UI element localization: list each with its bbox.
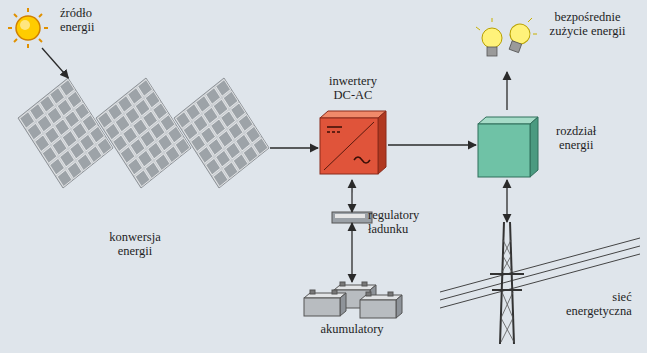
solar-panels: konwersja energii [18, 78, 270, 190]
panel-cells [98, 80, 190, 187]
solar-panels [18, 78, 269, 188]
battery-icons [304, 282, 402, 318]
node-label: rozdział energii [556, 124, 596, 152]
node-label: sieć energetyczna [566, 290, 632, 318]
flow-arrow [351, 223, 352, 282]
node-label: akumulatory [320, 322, 383, 336]
node-label: konwersja energii [109, 230, 160, 258]
node-label: źródło energii [60, 6, 94, 34]
bulb-icons [476, 18, 537, 56]
node-label: regulatory ładunku [368, 208, 419, 236]
power-grid: sieć energetyczna [440, 222, 640, 346]
power-line [440, 222, 640, 344]
flow-arrow [270, 147, 318, 148]
sun-icon [8, 8, 48, 48]
panel-cells [20, 80, 112, 187]
inverter-cube [320, 111, 386, 174]
charge-regulator: regulatory ładunku [332, 212, 372, 223]
node-label: bezpośrednie zużycie energii [540, 10, 635, 38]
light-bulbs: bezpośrednie zużycie energii [478, 18, 536, 72]
flow-arrow [42, 48, 68, 78]
flow-arrow [351, 180, 352, 212]
flow-arrow [506, 72, 507, 110]
panel-cells [176, 80, 268, 187]
sun-source: źródło energii [8, 8, 48, 48]
battery-bank: akumulatory [302, 282, 402, 322]
flow-arrow [506, 180, 507, 222]
distribution-cube [478, 117, 538, 177]
distribution-box: rozdział energii [476, 110, 538, 180]
node-label: inwertery DC-AC [329, 74, 377, 102]
flow-arrow [388, 144, 476, 145]
regulator-bar [332, 212, 372, 223]
inverter-box: inwertery DC-AC [318, 110, 388, 180]
